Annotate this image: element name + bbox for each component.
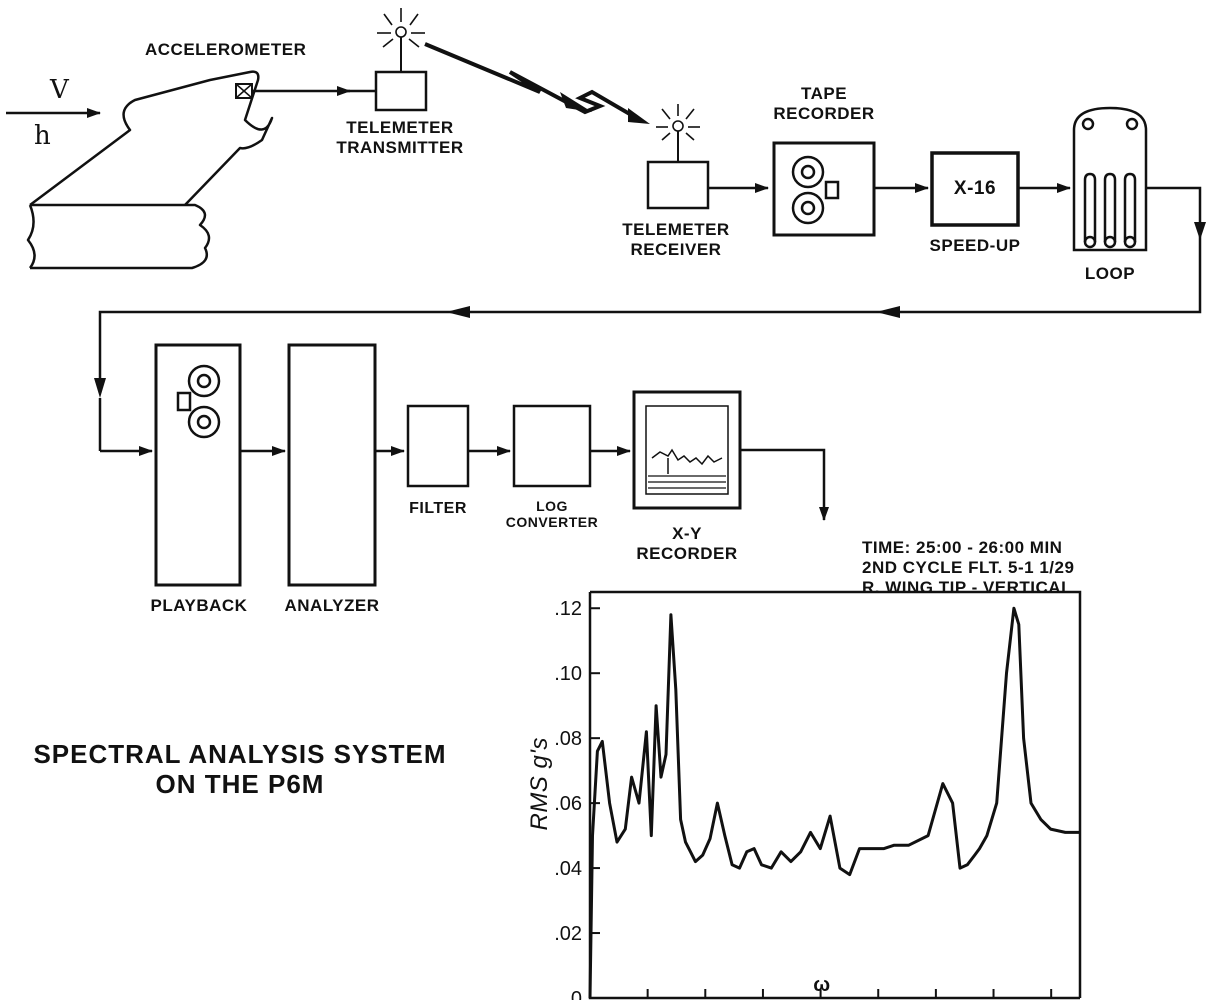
speed-up-box [930,151,1020,227]
telemeter-receiver-label: TELEMETER RECEIVER [622,220,730,259]
y-tick-label: .02 [554,923,582,945]
spectrum-chart: .12 .10 .08 .06 .04 .02 0 [554,590,1082,1000]
test-cycle-label: 2ND CYCLE FLT. 5-1 1/29 [862,558,1075,577]
tape-loop-icon [1072,106,1148,252]
velocity-label: V [50,75,70,105]
telemeter-transmitter-label: TELEMETER TRANSMITTER [336,118,464,157]
diagram-title: SPECTRAL ANALYSIS SYSTEM ON THE P6M [33,739,447,799]
y-tick-label: .04 [554,858,582,880]
log-converter-box [512,404,592,488]
series-line-rms [588,606,1080,999]
tape-reel-icon [791,155,840,225]
telemeter-transmitter-box [374,70,428,112]
analyzer-label: ANALYZER [284,596,380,615]
transmitter-antenna-icon [377,8,425,48]
loop-return-path [98,186,1202,390]
y-tick-label: .06 [554,793,582,815]
y-axis-label: RMS g's [526,737,554,831]
playback-label: PLAYBACK [150,596,248,615]
filter-label: FILTER [409,500,467,517]
speed-up-label: SPEED-UP [929,236,1021,255]
telemetry-signal-icon [424,42,642,122]
receiver-antenna-icon [656,104,700,141]
tape-recorder-box [772,141,876,237]
x-axis-ticks [646,989,1053,998]
accelerometer-label: ACCELEROMETER [145,40,307,59]
filter-box [406,404,470,488]
chart-frame [588,590,1082,1000]
xy-recorder-box [632,390,742,510]
x-axis-label: ω [813,974,831,996]
xy-recorder-label: X-Y RECORDER [636,524,738,563]
y-axis-ticks: .12 .10 .08 .06 .04 .02 0 [554,598,600,1000]
telemeter-receiver-box [646,160,710,210]
analyzer-box [287,343,377,587]
y-tick-label: .08 [554,728,582,750]
tape-recorder-label: TAPE RECORDER [773,84,875,123]
accelerometer-icon [235,83,253,99]
playback-reel-icon [176,364,221,439]
xy-recorder-trace [651,448,723,466]
log-converter-label: LOG CONVERTER [505,498,599,531]
altitude-label: h [34,121,52,151]
aircraft-sketch [26,70,274,270]
y-tick-label: 0 [571,988,582,1000]
xy-output-arrow [740,448,829,521]
test-location-label: R. WING TIP - VERTICAL [862,578,1072,597]
test-time-label: TIME: 25:00 - 26:00 MIN [862,538,1063,557]
y-tick-label: .12 [554,598,582,620]
loop-label: LOOP [1084,264,1136,283]
speed-up-box-label: X-16 [953,178,997,199]
y-tick-label: .10 [554,663,582,685]
